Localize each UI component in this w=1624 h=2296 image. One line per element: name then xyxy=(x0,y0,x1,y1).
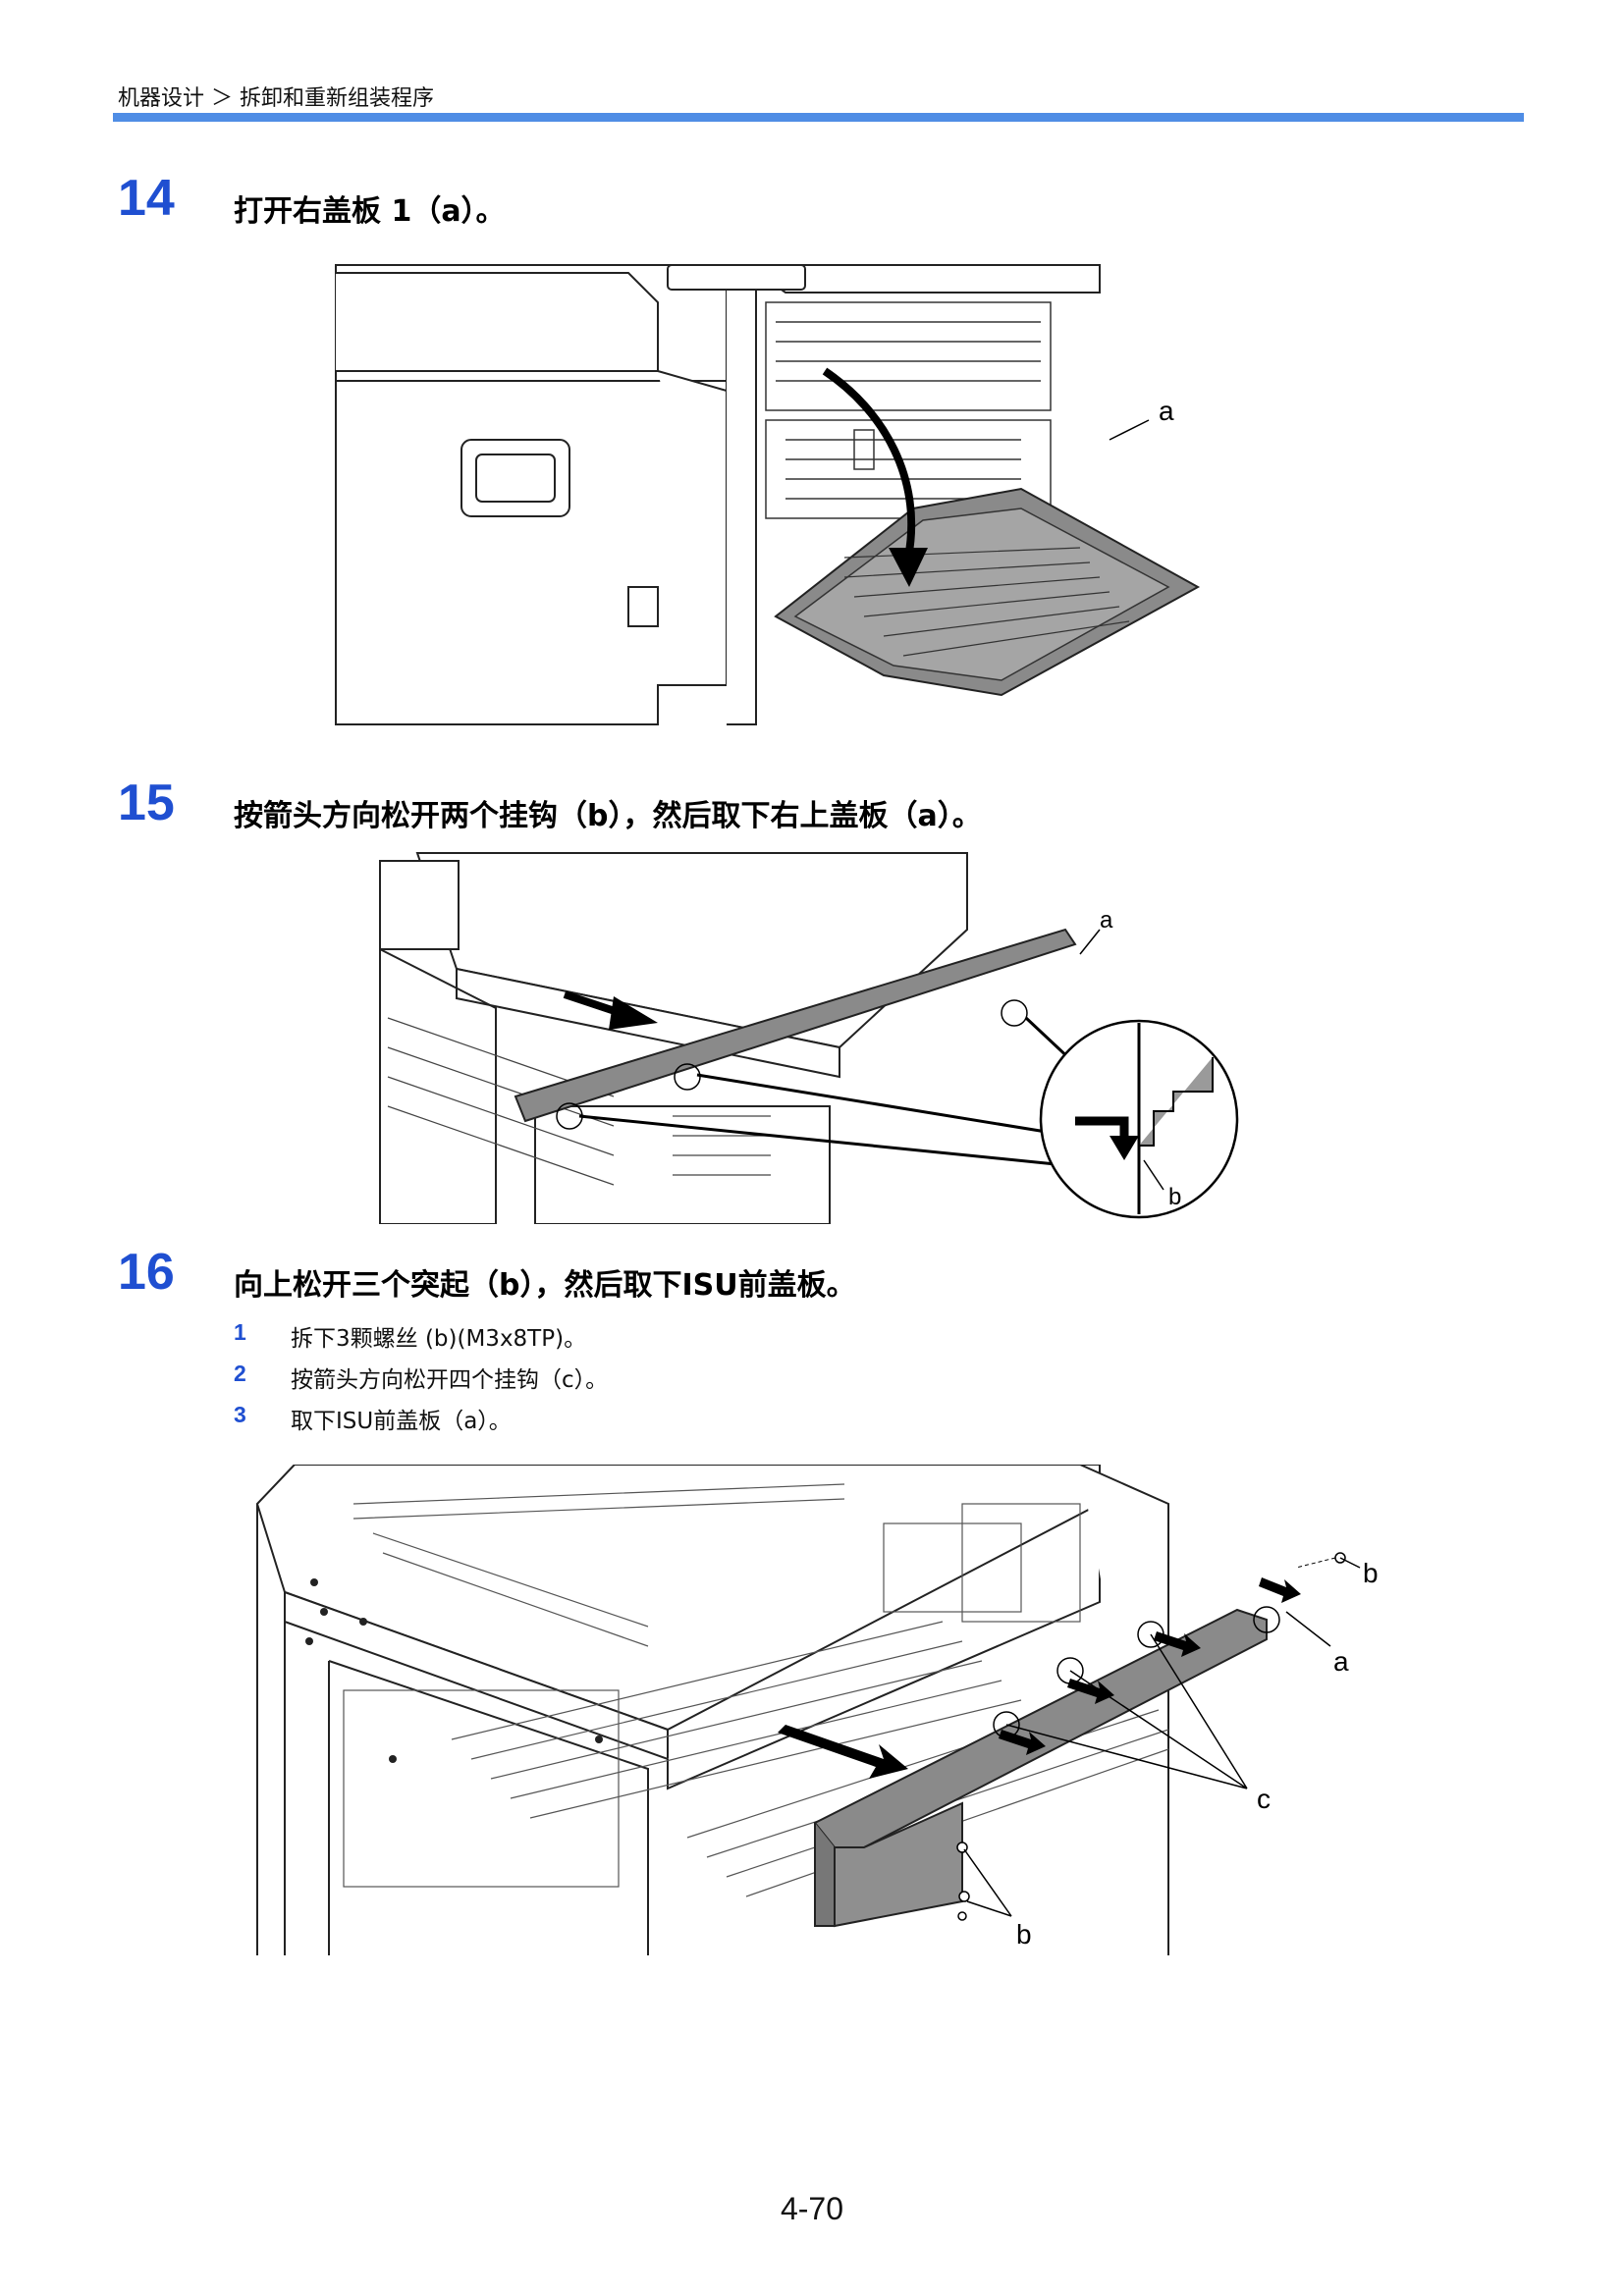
substep-number: 1 xyxy=(234,1319,246,1345)
substep-text: 按箭头方向松开四个挂钩（c）。 xyxy=(291,1367,609,1393)
figure-open-right-cover: a xyxy=(335,264,1201,725)
callout-label-a: a xyxy=(1159,396,1174,426)
step-number-14: 14 xyxy=(118,170,175,227)
release-arrow-icon xyxy=(889,548,928,587)
callout-label-b: b xyxy=(1363,1558,1379,1588)
callout-label-b: b xyxy=(1168,1184,1181,1210)
page-number: 4-70 xyxy=(780,2191,844,2226)
step-number-16: 16 xyxy=(118,1244,175,1301)
callout-label-b: b xyxy=(1016,1919,1032,1949)
substep-number: 3 xyxy=(234,1402,246,1427)
breadcrumb: 机器设计 ＞ 拆卸和重新组装程序 xyxy=(118,86,434,111)
step-text-14: 打开右盖板 1（a）。 xyxy=(234,194,506,229)
callout-label-a: a xyxy=(1333,1646,1349,1677)
step-number-15: 15 xyxy=(118,774,175,831)
callout-label-a: a xyxy=(1100,907,1113,934)
figure-remove-isu-front-cover: b a c b xyxy=(255,1465,1379,1955)
header-rule xyxy=(113,113,1524,122)
substep-text: 取下ISU前盖板（a）。 xyxy=(291,1409,512,1434)
callout-label-c: c xyxy=(1257,1784,1271,1814)
substep-number: 2 xyxy=(234,1361,246,1386)
substep-text: 拆下3颗螺丝 (b)(M3x8TP)。 xyxy=(291,1326,587,1352)
step-text-15: 按箭头方向松开两个挂钩（b），然后取下右上盖板（a）。 xyxy=(234,799,982,833)
step-text-16: 向上松开三个突起（b），然后取下ISU前盖板。 xyxy=(234,1268,856,1303)
release-arrow-icon xyxy=(778,1577,1301,1779)
release-arrow-icon xyxy=(609,996,658,1030)
figure-remove-right-upper-cover: b a xyxy=(379,852,1239,1224)
